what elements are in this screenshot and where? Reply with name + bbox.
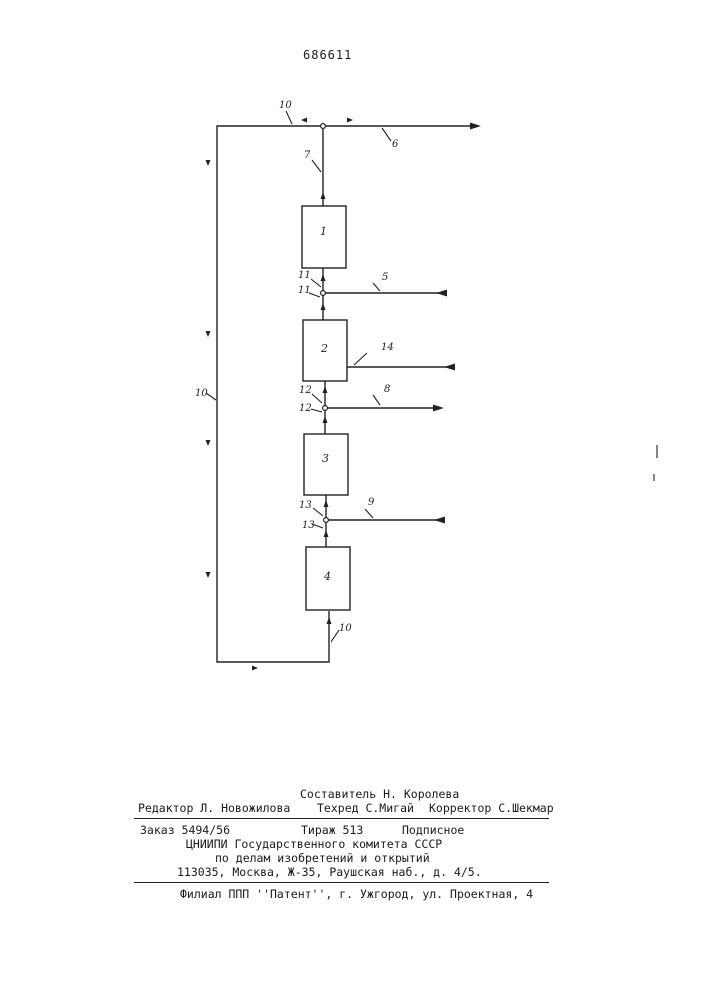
leader-12b xyxy=(311,409,322,412)
junction-12 xyxy=(323,406,328,411)
junction-11 xyxy=(321,291,326,296)
leader-10-top xyxy=(286,111,292,124)
block-4-label: 4 xyxy=(323,570,331,583)
feed-arrow-9 xyxy=(434,517,445,524)
output-arrow-8 xyxy=(433,405,444,412)
leader-7 xyxy=(312,160,321,172)
branch-address: Филиал ППП ''Патент'', г. Ужгород, ул. П… xyxy=(180,887,533,901)
label-12a: 12 xyxy=(299,385,312,396)
label-8: 8 xyxy=(384,384,390,395)
junction-top xyxy=(321,124,326,129)
label-13b: 13 xyxy=(302,520,315,531)
block-2-label: 2 xyxy=(320,342,328,355)
feed-arrow-5 xyxy=(436,290,447,297)
leader-8 xyxy=(373,395,380,405)
feed-arrow-14 xyxy=(444,364,455,371)
label-11a: 11 xyxy=(298,270,311,281)
block-1-label: 1 xyxy=(320,225,327,238)
label-9: 9 xyxy=(368,497,375,508)
label-14: 14 xyxy=(381,342,394,353)
label-7: 7 xyxy=(304,150,311,161)
leader-5 xyxy=(373,283,380,291)
process-flow-diagram: 1 2 3 4 xyxy=(0,0,707,720)
junction-13 xyxy=(324,518,329,523)
output-arrow-6 xyxy=(470,123,481,130)
leader-9 xyxy=(365,509,373,518)
label-10-left: 10 xyxy=(195,388,208,399)
editor-credit: Редактор Л. Новожилова xyxy=(138,801,290,815)
circulation: Тираж 513 xyxy=(301,823,363,837)
corrector-credit: Корректор С.Шекмар xyxy=(429,801,554,815)
order-number: Заказ 5494/56 xyxy=(140,823,230,837)
leader-6 xyxy=(382,128,391,141)
publisher-line-2: по делам изобретений и открытий xyxy=(215,851,430,865)
subscription-note: Подписное xyxy=(402,823,464,837)
label-11b: 11 xyxy=(298,285,311,296)
publisher-line-1: ЦНИИПИ Государственного комитета СССР xyxy=(186,837,442,851)
leader-14 xyxy=(354,353,367,365)
label-13a: 13 xyxy=(299,500,312,511)
compiler-line: Составитель Н. Королева xyxy=(300,787,459,801)
divider-1 xyxy=(134,818,549,819)
block-3-label: 3 xyxy=(322,452,329,465)
label-6: 6 xyxy=(392,139,399,150)
techred-credit: Техред С.Мигай xyxy=(317,801,414,815)
label-10-top: 10 xyxy=(279,100,292,111)
publisher-address: 113035, Москва, Ж-35, Раушская наб., д. … xyxy=(177,865,482,879)
label-5: 5 xyxy=(382,272,388,283)
label-10-bottom: 10 xyxy=(339,623,352,634)
leader-11a xyxy=(311,279,321,287)
divider-2 xyxy=(134,882,549,883)
leader-12a xyxy=(312,394,322,403)
label-12b: 12 xyxy=(299,403,312,414)
leader-13a xyxy=(313,508,323,516)
leader-10-bottom xyxy=(331,630,339,642)
